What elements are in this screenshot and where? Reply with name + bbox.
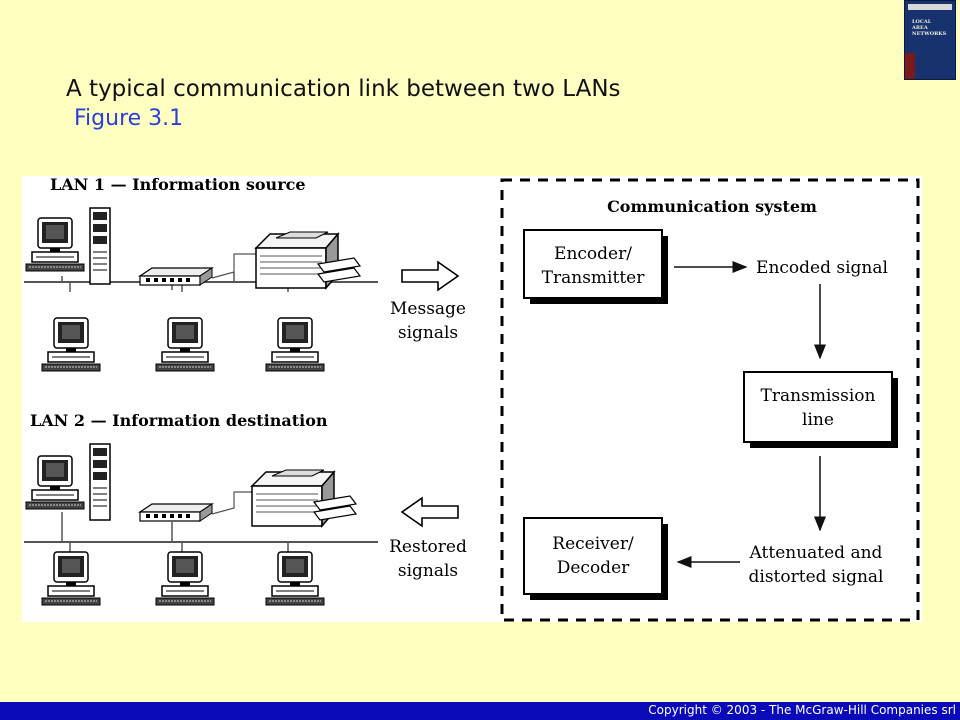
encoder-transmitter-box: Encoder/ Transmitter (523, 229, 668, 304)
desktop-computer-icon (41, 317, 101, 372)
receiver-label-line1: Receiver/ (552, 534, 634, 554)
desktop-computer-icon (265, 317, 325, 372)
book-cover-image: LOCAL AREA NETWORKS (904, 0, 956, 80)
message-arrow-icon (401, 261, 459, 291)
transmission-line-label-line1: Transmission (761, 386, 876, 406)
encoder-label-line1: Encoder/ (554, 244, 632, 264)
desktop-computer-icon (265, 551, 325, 606)
copyright-text: Copyright © 2003 - The McGraw-Hill Compa… (648, 703, 956, 717)
desktop-computer-icon (25, 217, 85, 272)
network-hub-icon (139, 267, 213, 286)
encoded-signal-label: Encoded signal (756, 258, 888, 278)
network-hub-icon (139, 503, 213, 522)
book-cover-title-line: LOCAL (912, 19, 932, 25)
diagram-canvas: LAN 1 — Information source Message signa… (24, 175, 920, 622)
book-cover-title-line: NETWORKS (912, 31, 947, 37)
book-cover-title: LOCAL AREA NETWORKS (912, 19, 952, 37)
server-tower-icon (89, 443, 111, 521)
restored-signals-line1: Restored (389, 537, 467, 557)
receiver-decoder-box: Receiver/ Decoder (523, 517, 668, 600)
lan2-label: LAN 2 — Information destination (30, 411, 328, 430)
restored-arrow-icon (401, 497, 459, 527)
slide-title: A typical communication link between two… (66, 76, 621, 102)
lan1-label: LAN 1 — Information source (50, 176, 306, 194)
attenuated-label-line1: Attenuated and (749, 543, 883, 563)
publisher-logo (905, 53, 915, 79)
attenuated-label-line2: distorted signal (749, 567, 884, 587)
desktop-computer-icon (155, 317, 215, 372)
desktop-computer-icon (155, 551, 215, 606)
figure-caption: Figure 3.1 (74, 106, 184, 131)
receiver-label-line2: Decoder (557, 558, 630, 578)
transmission-line-label-line2: line (802, 410, 834, 430)
footer-bar: Copyright © 2003 - The McGraw-Hill Compa… (0, 702, 960, 720)
message-signals-line2: signals (398, 323, 458, 343)
lan2-network (24, 443, 378, 606)
communication-system-boundary (500, 178, 920, 622)
communication-system-label: Communication system (607, 197, 817, 216)
desktop-computer-icon (25, 455, 85, 510)
transmission-line-box: Transmission line (743, 371, 898, 448)
printer-icon (251, 469, 357, 527)
desktop-computer-icon (41, 551, 101, 606)
server-tower-icon (89, 207, 111, 285)
book-cover-stripe (908, 4, 952, 10)
message-signals-line1: Message (390, 299, 466, 319)
restored-signals-line2: signals (398, 561, 458, 581)
lan1-network (24, 207, 378, 372)
encoder-label-line2: Transmitter (542, 268, 646, 288)
printer-icon (255, 231, 361, 289)
book-cover-title-line: AREA (912, 25, 928, 31)
figure-diagram: LAN 1 — Information source Message signa… (22, 175, 922, 622)
